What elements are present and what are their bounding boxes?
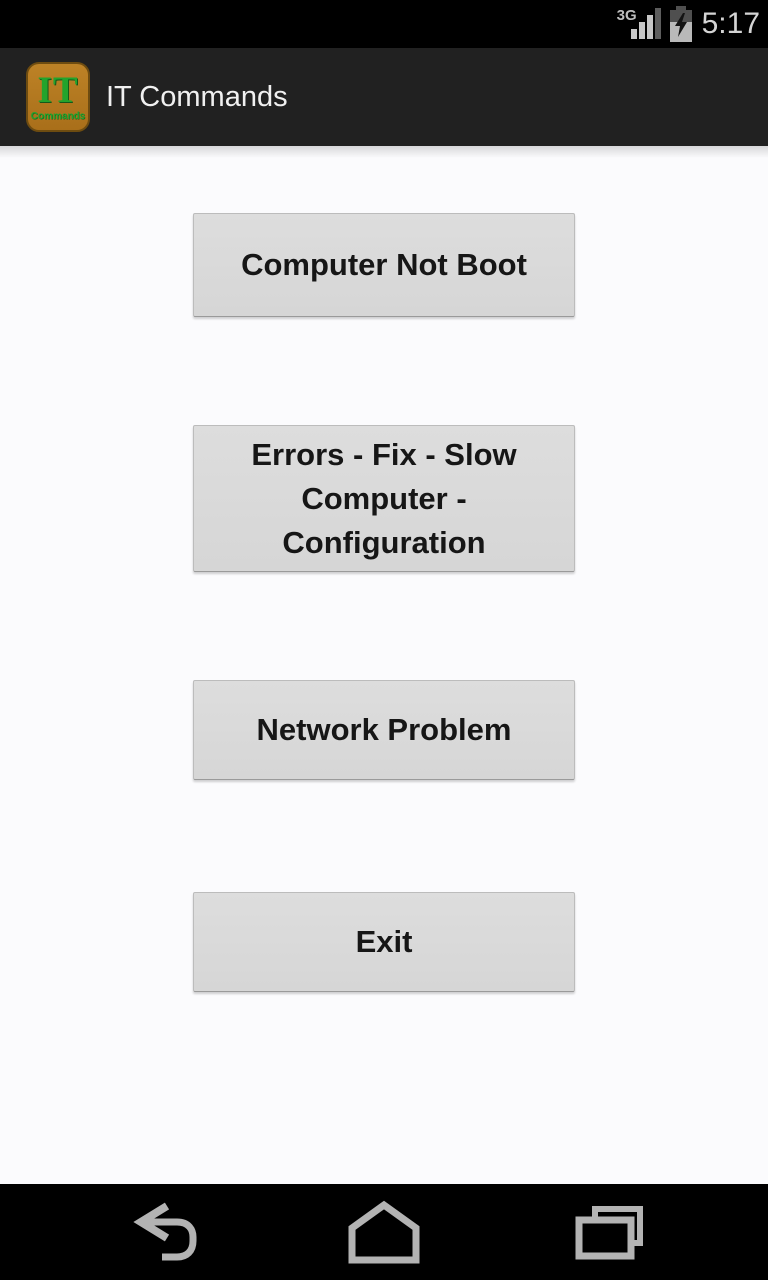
main-content: Computer Not Boot Errors - Fix - Slow Co… [0,146,768,1184]
recents-button[interactable] [533,1184,683,1280]
network-problem-button[interactable]: Network Problem [193,680,575,780]
action-bar: IT Commands IT Commands [0,48,768,146]
computer-not-boot-button[interactable]: Computer Not Boot [193,213,575,317]
app-logo-text-sub: Commands [30,110,86,122]
app-logo-icon: IT Commands [26,62,90,132]
recent-apps-icon [575,1206,643,1260]
page-title: IT Commands [106,80,288,113]
lightning-bolt-icon [674,13,687,37]
home-icon [348,1200,420,1264]
cellular-signal-icon: 3G [617,6,663,42]
app-logo-text-main: IT [37,69,79,111]
network-type-label: 3G [616,7,637,24]
back-arrow-icon [133,1202,197,1261]
back-button[interactable] [85,1184,235,1280]
status-bar-clock: 5:17 [701,7,760,40]
signal-bars-icon [629,8,661,39]
battery-charging-icon [669,6,692,42]
exit-button[interactable]: Exit [193,892,575,992]
system-navigation-bar [0,1184,768,1280]
home-button[interactable] [309,1184,459,1280]
errors-fix-slow-computer-configuration-button[interactable]: Errors - Fix - Slow Computer - Configura… [193,425,575,572]
status-bar: 3G 5:17 [0,0,768,48]
